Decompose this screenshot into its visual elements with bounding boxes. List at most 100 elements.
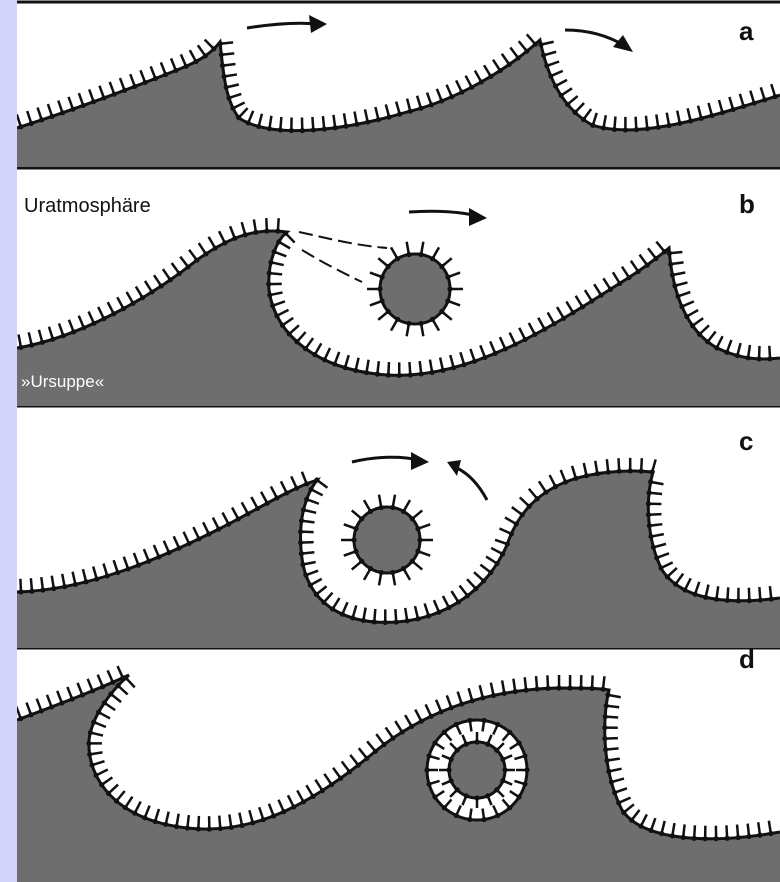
- lipid-head: [303, 346, 308, 351]
- lipid-head: [142, 815, 147, 820]
- lipid-head: [600, 687, 605, 692]
- lipid-head: [50, 337, 55, 342]
- lipid-head: [368, 566, 373, 571]
- lipid-head: [359, 516, 364, 521]
- lipid-head: [281, 809, 286, 814]
- panel-d-letter: d: [739, 644, 755, 674]
- lipid-head: [50, 114, 55, 119]
- panel-c: c: [17, 426, 780, 648]
- lipid-head: [39, 117, 44, 122]
- lipid-head: [395, 256, 400, 261]
- lipid-head: [634, 127, 639, 132]
- lipid-head: [216, 527, 221, 532]
- lipid-head: [60, 110, 65, 115]
- lipid-head: [294, 486, 299, 491]
- lipid-head: [482, 355, 487, 360]
- lipid-head: [767, 356, 772, 361]
- lipid-head: [368, 509, 373, 514]
- lipid-head: [646, 512, 651, 517]
- lipid-head: [29, 121, 34, 126]
- lipid-head: [650, 469, 655, 474]
- lipid-head: [621, 810, 626, 815]
- lipid-head: [415, 549, 420, 554]
- lipid-head: [494, 748, 499, 753]
- lipid-head: [70, 696, 75, 701]
- lipid-head: [485, 793, 490, 798]
- lipid-head: [18, 124, 23, 129]
- lipid-head: [447, 286, 452, 291]
- lipid-head: [561, 316, 566, 321]
- lipid-head: [667, 251, 672, 256]
- lipid-head: [495, 813, 500, 818]
- lipid-head: [298, 529, 303, 534]
- lipid-head: [720, 110, 725, 115]
- lipid-head: [454, 813, 459, 818]
- lipid-head: [224, 85, 229, 90]
- lipid-head: [361, 618, 366, 623]
- lipid-head: [193, 59, 198, 64]
- lipid-head: [310, 794, 315, 799]
- panel-d: d: [17, 644, 780, 882]
- lipid-head: [464, 742, 469, 747]
- lipid-head: [606, 470, 611, 475]
- lipid-head: [548, 73, 553, 78]
- panel-b: Uratmosphäre »Ursuppe« b: [17, 189, 780, 406]
- lipid-head: [418, 321, 423, 326]
- lipid-head: [426, 781, 431, 786]
- lipid-head: [752, 100, 757, 105]
- lipid-head: [682, 587, 687, 592]
- lipid-head: [100, 684, 105, 689]
- lipid-head: [442, 805, 447, 810]
- lipid-head: [153, 819, 158, 824]
- lipid-head: [651, 545, 656, 550]
- lipid-head: [314, 477, 319, 482]
- panel-b-droplet: [380, 254, 450, 324]
- lipid-head: [563, 479, 568, 484]
- lipid-head: [303, 573, 308, 578]
- lipid-head: [380, 274, 385, 279]
- lipid-head: [647, 523, 652, 528]
- lipid-head: [480, 695, 485, 700]
- lipid-head: [474, 739, 479, 744]
- lipid-head: [338, 776, 343, 781]
- lipid-head: [646, 501, 651, 506]
- lipid-head: [18, 589, 23, 594]
- lipid-head: [758, 597, 763, 602]
- lipid-head: [177, 271, 182, 276]
- lipid-head: [662, 249, 667, 254]
- lipid-head: [653, 256, 658, 261]
- lipid-head: [645, 263, 650, 268]
- lipid-head: [207, 826, 212, 831]
- lipid-head: [243, 232, 248, 237]
- lipid-head: [612, 790, 617, 795]
- lipid-head: [601, 125, 606, 130]
- lipid-head: [121, 306, 126, 311]
- lipid-head: [294, 339, 299, 344]
- lipid-head: [474, 795, 479, 800]
- lipid-head: [359, 559, 364, 564]
- lipid-head: [245, 511, 250, 516]
- lipid-head: [261, 817, 266, 822]
- panel-d-liquid: [17, 675, 780, 882]
- lipid-head: [390, 736, 395, 741]
- lipid-head: [762, 97, 767, 102]
- lipid-head: [99, 782, 104, 787]
- lipid-head: [602, 725, 607, 730]
- lipid-head: [629, 818, 634, 823]
- panel-a: a: [17, 15, 780, 167]
- lipid-head: [91, 99, 96, 104]
- lipid-head: [408, 372, 413, 377]
- lipid-head: [342, 365, 347, 370]
- lipid-head: [603, 747, 608, 752]
- lipid-head: [39, 708, 44, 713]
- lipid-head: [311, 127, 316, 132]
- lipid-head: [516, 794, 521, 799]
- lipid-head: [672, 283, 677, 288]
- lipid-head: [271, 813, 276, 818]
- lipid-head: [570, 310, 575, 315]
- lipid-head: [136, 563, 141, 568]
- lipid-head: [459, 701, 464, 706]
- lipid-head: [500, 551, 505, 556]
- lipid-head: [415, 526, 420, 531]
- lipid-head: [236, 516, 241, 521]
